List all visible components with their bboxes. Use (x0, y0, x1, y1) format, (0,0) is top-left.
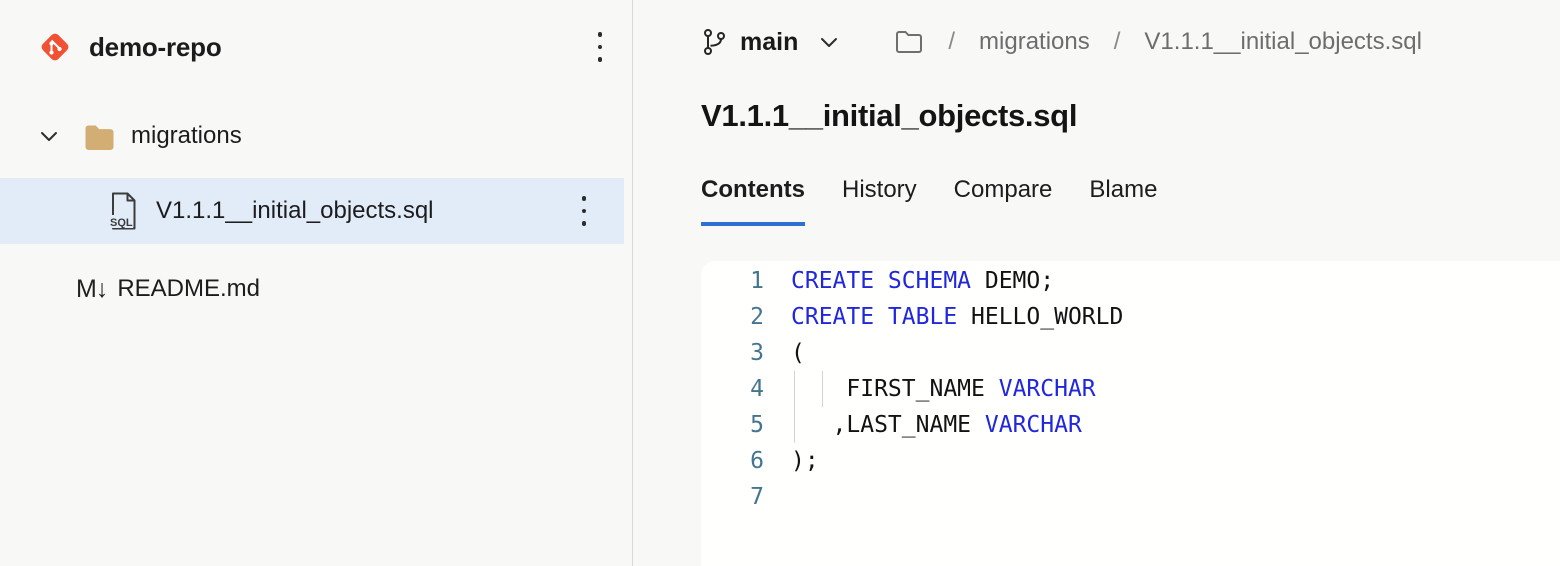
line-number: 6 (750, 448, 764, 474)
sql-file-icon: SQL (108, 191, 139, 231)
code-line: 5 ,LAST_NAME VARCHAR (701, 407, 1560, 443)
code-line: 6); (701, 443, 1560, 479)
sidebar-item-sql-file[interactable]: SQL V1.1.1__initial_objects.sql (0, 178, 624, 244)
sidebar-item-label: migrations (131, 122, 242, 149)
code-line: 4 FIRST_NAME VARCHAR (701, 371, 1560, 407)
line-number: 7 (750, 484, 764, 510)
code-line-content (791, 479, 1560, 515)
tab-history[interactable]: History (842, 176, 917, 226)
sidebar-item-label: README.md (117, 275, 261, 302)
line-number: 4 (750, 376, 764, 402)
breadcrumb-separator: / (948, 28, 956, 55)
code-line-content: CREATE SCHEMA DEMO; (791, 268, 1055, 294)
code-line: 7 (701, 479, 1560, 515)
file-viewer-panel: main / migrations / V1.1.1__initial_obje… (634, 0, 1560, 566)
tab-blame[interactable]: Blame (1089, 176, 1157, 226)
breadcrumb-item-file[interactable]: V1.1.1__initial_objects.sql (1144, 28, 1422, 55)
repo-sidebar: demo-repo migrations SQL V1.1.1__initial… (0, 0, 633, 566)
sidebar-item-readme[interactable]: M↓ README.md (0, 244, 632, 334)
code-line-content: FIRST_NAME VARCHAR (791, 371, 1560, 407)
branch-name: main (740, 27, 799, 56)
code-line-content: ( (791, 340, 805, 366)
indent-guide (794, 407, 795, 443)
git-branch-icon (701, 27, 728, 57)
code-editor[interactable]: 1 CREATE SCHEMA DEMO; 2 CREATE TABLE HELLO_… (701, 261, 1560, 566)
svg-text:SQL: SQL (110, 217, 133, 229)
breadcrumb-separator: / (1113, 28, 1121, 55)
line-number: 3 (750, 340, 764, 366)
line-number: 2 (750, 304, 764, 330)
indent-guide (821, 371, 823, 407)
markdown-icon: M↓ (76, 274, 108, 303)
code-line: 3( (701, 335, 1560, 371)
tab-contents[interactable]: Contents (701, 176, 805, 226)
file-menu-button[interactable] (576, 190, 593, 232)
tab-compare[interactable]: Compare (954, 176, 1053, 226)
code-line: 1 CREATE SCHEMA DEMO; (701, 263, 1560, 299)
breadcrumb-item-migrations[interactable]: migrations (979, 28, 1090, 55)
sidebar-item-migrations-folder[interactable]: migrations (0, 94, 632, 178)
line-number: 1 (750, 268, 764, 294)
line-number: 5 (750, 412, 764, 438)
code-line-content: ,LAST_NAME VARCHAR (791, 407, 1560, 443)
repo-name: demo-repo (89, 31, 222, 62)
sidebar-item-label: V1.1.1__initial_objects.sql (156, 197, 434, 224)
code-line: 2 CREATE TABLE HELLO_WORLD (701, 299, 1560, 335)
chevron-down-icon (816, 29, 842, 55)
repo-header: demo-repo (0, 0, 632, 94)
repo-menu-button[interactable] (592, 26, 609, 68)
tab-bar: Contents History Compare Blame (701, 176, 1560, 226)
git-logo-icon (38, 30, 72, 64)
page-title: V1.1.1__initial_objects.sql (701, 98, 1078, 133)
file-toolbar: main / migrations / V1.1.1__initial_obje… (701, 22, 1560, 62)
breadcrumb: / migrations / V1.1.1__initial_objects.s… (894, 28, 1422, 56)
indent-guide (794, 371, 795, 407)
chevron-down-icon[interactable] (36, 123, 62, 149)
folder-outline-icon[interactable] (894, 29, 924, 55)
branch-selector[interactable]: main (701, 27, 842, 57)
folder-icon (84, 123, 115, 150)
code-line-content: ); (791, 448, 819, 474)
code-line-content: CREATE TABLE HELLO_WORLD (791, 304, 1124, 330)
